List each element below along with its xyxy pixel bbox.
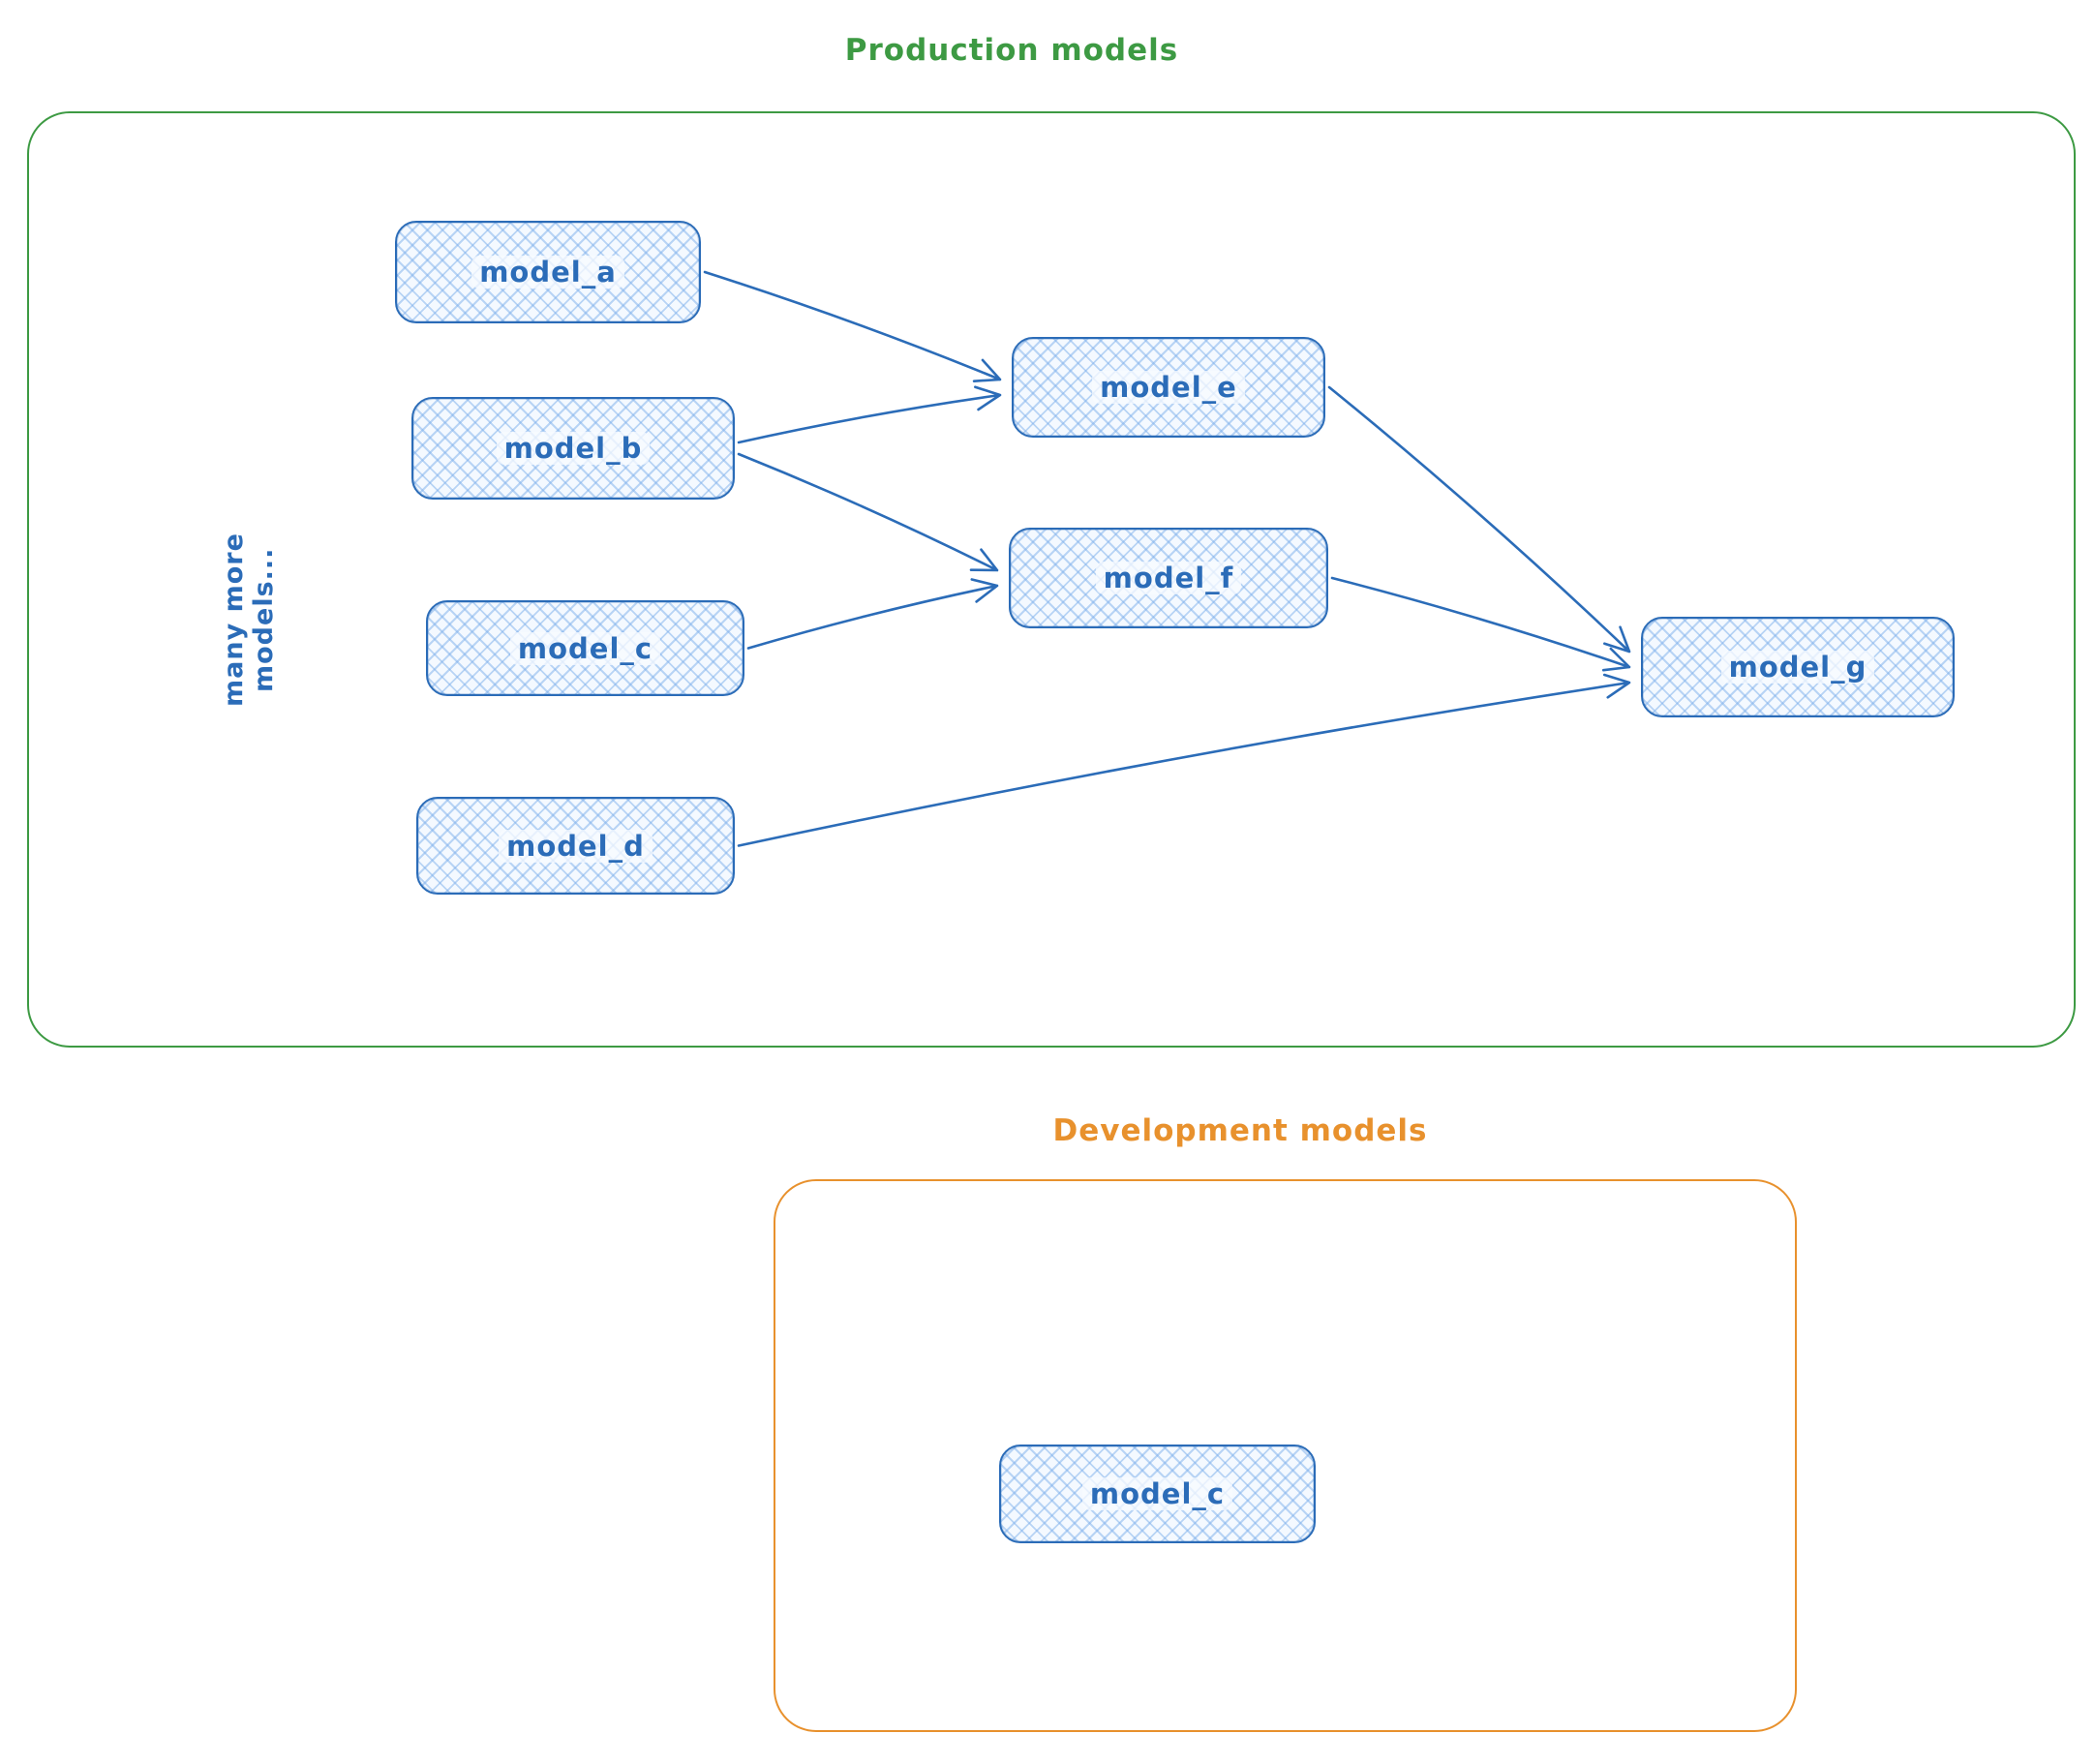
development-title: Development models [1052, 1113, 1428, 1148]
node-model-e[interactable]: model_e [1012, 337, 1325, 438]
node-model-a-label: model_a [471, 256, 624, 289]
node-model-d[interactable]: model_d [416, 797, 735, 895]
node-model-b-label: model_b [496, 432, 651, 465]
node-dev-model-c-label: model_c [1081, 1477, 1233, 1510]
node-model-f[interactable]: model_f [1009, 528, 1328, 628]
node-model-g[interactable]: model_g [1641, 617, 1955, 717]
node-model-g-label: model_g [1720, 651, 1875, 684]
node-model-b[interactable]: model_b [411, 397, 735, 500]
node-model-c-label: model_c [509, 631, 661, 665]
node-dev-model-c[interactable]: model_c [999, 1445, 1316, 1543]
node-model-f-label: model_f [1095, 562, 1242, 594]
node-model-a[interactable]: model_a [395, 221, 701, 323]
many-more-models-note: many more models... [219, 532, 279, 707]
node-model-c[interactable]: model_c [426, 600, 744, 696]
node-model-e-label: model_e [1092, 371, 1245, 404]
production-title: Production models [844, 33, 1179, 68]
node-model-d-label: model_d [499, 829, 653, 863]
production-frame [27, 111, 2076, 1048]
development-frame [774, 1179, 1797, 1732]
